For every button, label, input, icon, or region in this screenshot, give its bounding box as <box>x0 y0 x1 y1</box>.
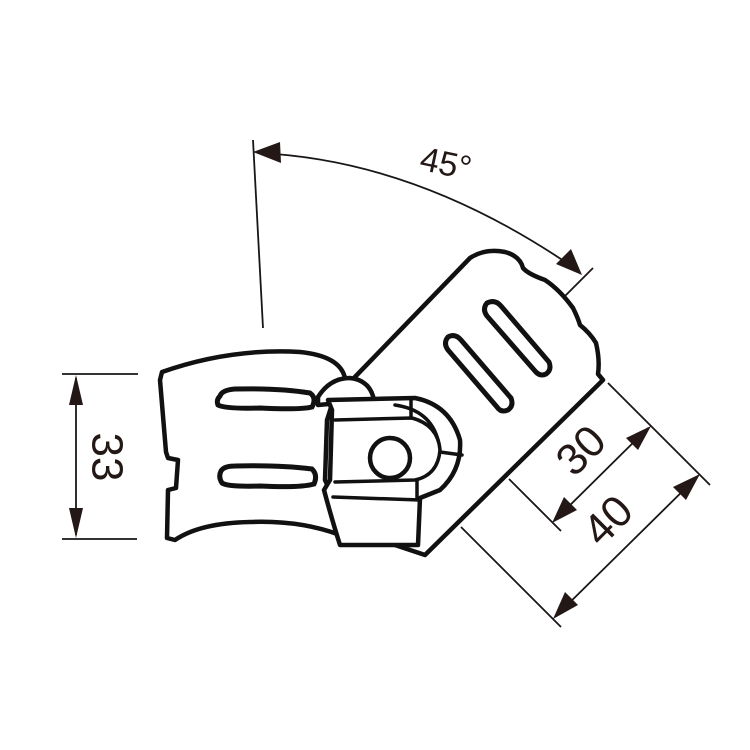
angle-extension-line <box>252 139 264 329</box>
hinge-bolt <box>367 435 413 481</box>
straight-clamp-body <box>157 349 348 543</box>
hinge-inner-curve <box>393 403 464 457</box>
hinge-assembly <box>315 375 464 548</box>
angle-arc <box>257 152 581 273</box>
width-extension-outer-bottom <box>460 526 562 628</box>
width-40-arrow-top-icon <box>673 474 700 500</box>
width-extension-inner <box>508 478 562 532</box>
height-dimension <box>62 373 138 540</box>
width-40-arrow-bottom-icon <box>553 592 578 619</box>
width-30-arrow-bottom-icon <box>552 497 577 523</box>
straight-slot-upper <box>214 386 317 412</box>
width-30-arrow-top-icon <box>626 426 651 450</box>
angle-arrow-left-icon <box>253 142 281 163</box>
straight-slot-lower <box>217 463 319 490</box>
width-40-dimension-line <box>555 475 699 617</box>
width-dimensions <box>460 382 711 628</box>
angled-slot-upper <box>482 299 553 378</box>
angled-slot-lower <box>443 333 515 414</box>
height-arrow-top-icon <box>69 375 83 405</box>
hinge-lower-edge <box>331 495 422 502</box>
width-extension-outer-top <box>607 382 711 486</box>
hinge-knuckle-outline <box>333 416 442 484</box>
straight-clamp-part <box>157 349 348 543</box>
angle-arrow-right-icon <box>556 249 582 275</box>
height-arrow-bottom-icon <box>69 508 83 538</box>
height-label: 33 <box>82 432 132 482</box>
